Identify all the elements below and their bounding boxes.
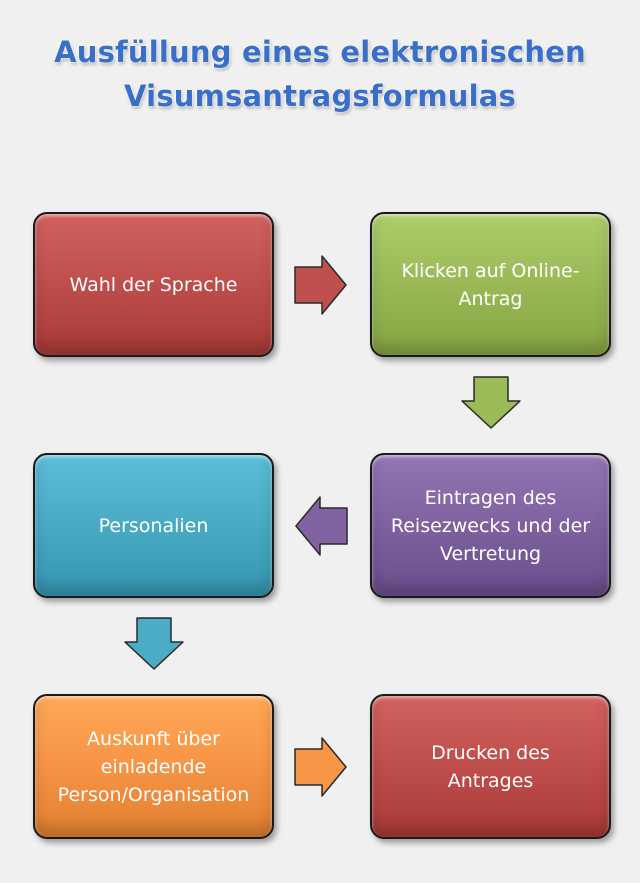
step-box-select-language: Wahl der Sprache	[33, 212, 274, 357]
step-box-inviting-person-info: Auskunft über einladende Person/Organisa…	[33, 694, 274, 839]
arrow-down-icon	[124, 617, 184, 670]
step-box-print-application: Drucken des Antrages	[370, 694, 611, 839]
arrow-right-icon	[294, 737, 347, 797]
step-label-inviting-person-info: Auskunft über einladende Person/Organisa…	[57, 727, 250, 806]
step-label-personal-data: Personalien	[98, 514, 209, 537]
step-box-click-online-application: Klicken auf Online- Antrag	[370, 212, 611, 357]
step-box-personal-data: Personalien	[33, 453, 274, 598]
arrow-down-icon	[461, 376, 521, 429]
step-label-purpose-of-travel: Eintragen des Reisezwecks und der Vertre…	[390, 486, 591, 565]
step-label-print-application: Drucken des Antrages	[431, 741, 550, 792]
arrow-right-icon	[294, 255, 347, 315]
step-box-purpose-of-travel: Eintragen des Reisezwecks und der Vertre…	[370, 453, 611, 598]
diagram-title-line-2: Visumsantragsformulas	[124, 79, 516, 113]
step-label-click-online-application: Klicken auf Online- Antrag	[401, 259, 580, 310]
arrow-left-icon	[295, 496, 348, 556]
diagram-title-line-1: Ausfüllung eines elektronischen	[54, 35, 586, 69]
step-label-select-language: Wahl der Sprache	[69, 273, 238, 296]
